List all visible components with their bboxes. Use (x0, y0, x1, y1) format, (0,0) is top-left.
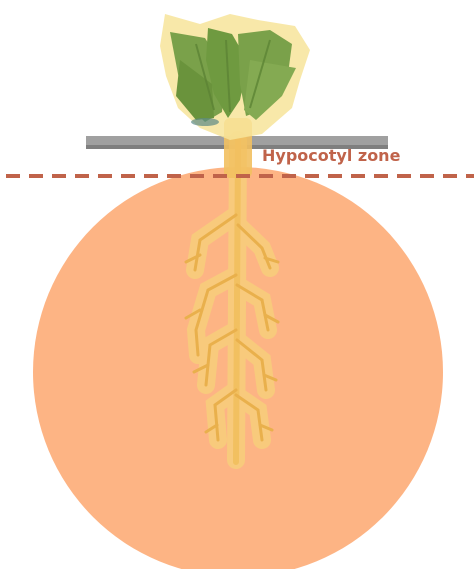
hypocotyl-zone-label: Hypocotyl zone (262, 146, 400, 165)
shoot-leaves (160, 14, 310, 140)
